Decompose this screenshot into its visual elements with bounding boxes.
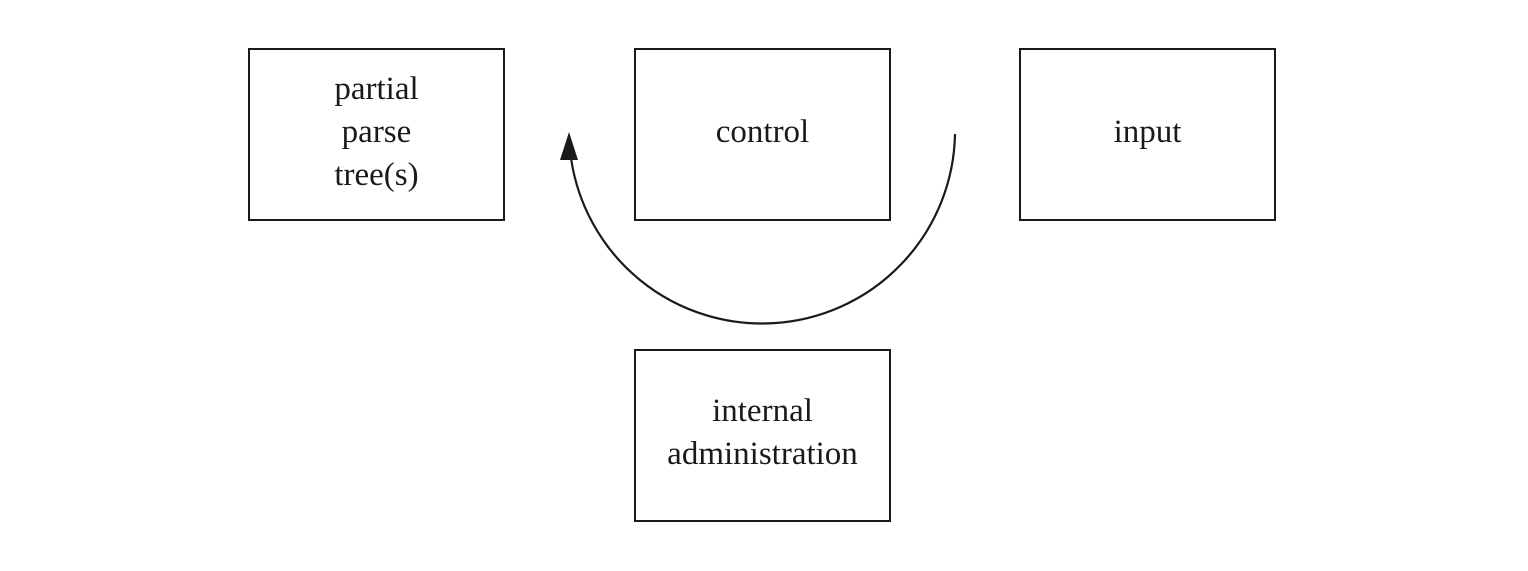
partial-parse-trees-box: partial parse tree(s): [248, 48, 505, 221]
control-label: control: [715, 114, 810, 150]
input-box: input: [1019, 48, 1276, 221]
control-box: control: [634, 48, 891, 221]
partial-parse-trees-label-line-1: partial: [334, 71, 419, 107]
cycle-arrowhead: [560, 132, 578, 160]
internal-administration-label-line-2: administration: [667, 435, 858, 472]
internal-administration-label-line-1: internal: [712, 392, 813, 429]
partial-parse-trees-label-line-2: parse: [341, 114, 412, 150]
input-label: input: [1113, 114, 1182, 150]
partial-parse-trees-label-line-3: tree(s): [334, 157, 419, 193]
internal-administration-box: internal administration: [634, 349, 891, 522]
